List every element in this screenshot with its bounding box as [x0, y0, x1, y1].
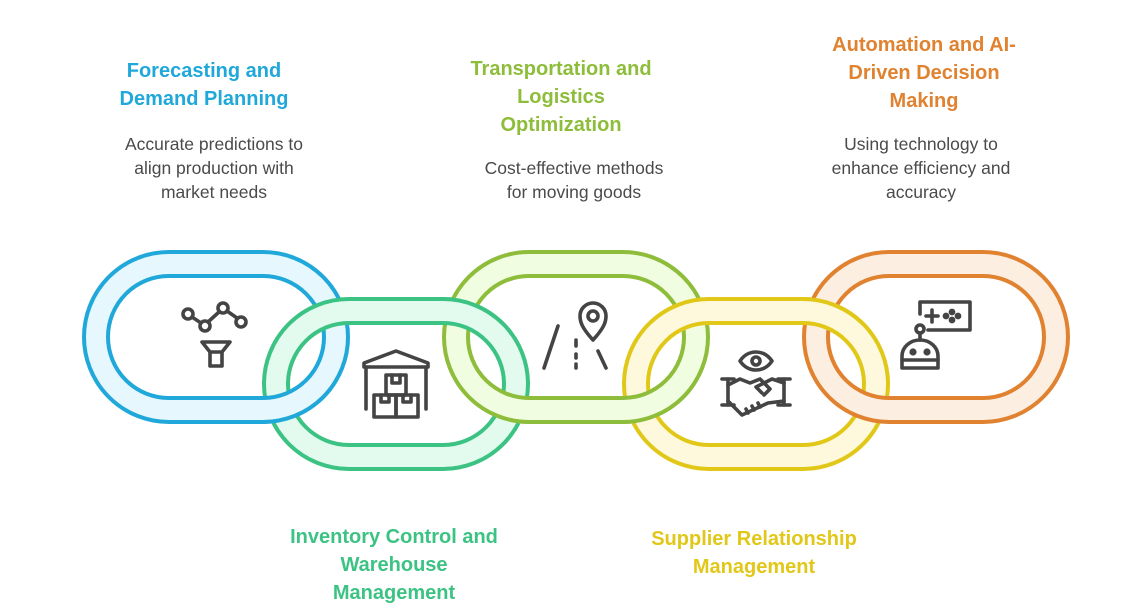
- title-supplier: Supplier Relationship Management: [651, 528, 857, 578]
- link-overlap-forecasting-inventory: [258, 390, 332, 424]
- desc-automation: Using technology to enhance efficiency a…: [831, 134, 1011, 202]
- warehouse-boxes-icon: [356, 343, 436, 423]
- road-location-pin-icon: [536, 296, 616, 376]
- chain-link-overlap-outer-edge-transportation: [618, 390, 692, 424]
- desc-transportation: Cost-effective methods for moving goods: [484, 158, 664, 202]
- chain-link-inner-edge-supplier: [646, 321, 866, 447]
- chain-link-inner-edge-inventory: [286, 321, 506, 447]
- chain-link-overlap-outer-edge-forecasting: [258, 390, 332, 424]
- link-overlap-supplier-automation: [798, 297, 872, 331]
- title-forecasting: Forecasting and Demand Planning: [119, 60, 289, 110]
- eye-handshake-icon: [716, 343, 796, 423]
- chain-link-overlap-inner-edge-transportation: [618, 390, 657, 400]
- title-automation: Automation and AI- Driven Decision Makin…: [832, 34, 1016, 112]
- chain-link-outer-edge-inventory: [262, 297, 530, 471]
- link-overlap-inventory-transportation: [438, 297, 512, 331]
- chain-link-overlap-inner-edge-forecasting: [258, 390, 297, 400]
- chain-link-outer-edge-automation: [802, 250, 1070, 424]
- desc-forecasting: Accurate predictions to align production…: [124, 134, 303, 202]
- link-overlap-transportation-supplier: [618, 390, 692, 424]
- title-inventory: Inventory Control and Warehouse Manageme…: [290, 526, 498, 604]
- analytics-funnel-icon: [176, 296, 256, 376]
- title-transportation: Transportation and Logistics Optimizatio…: [470, 58, 652, 136]
- chain-link-outer-edge-supplier: [622, 297, 890, 471]
- robot-gamepad-icon: [896, 296, 976, 376]
